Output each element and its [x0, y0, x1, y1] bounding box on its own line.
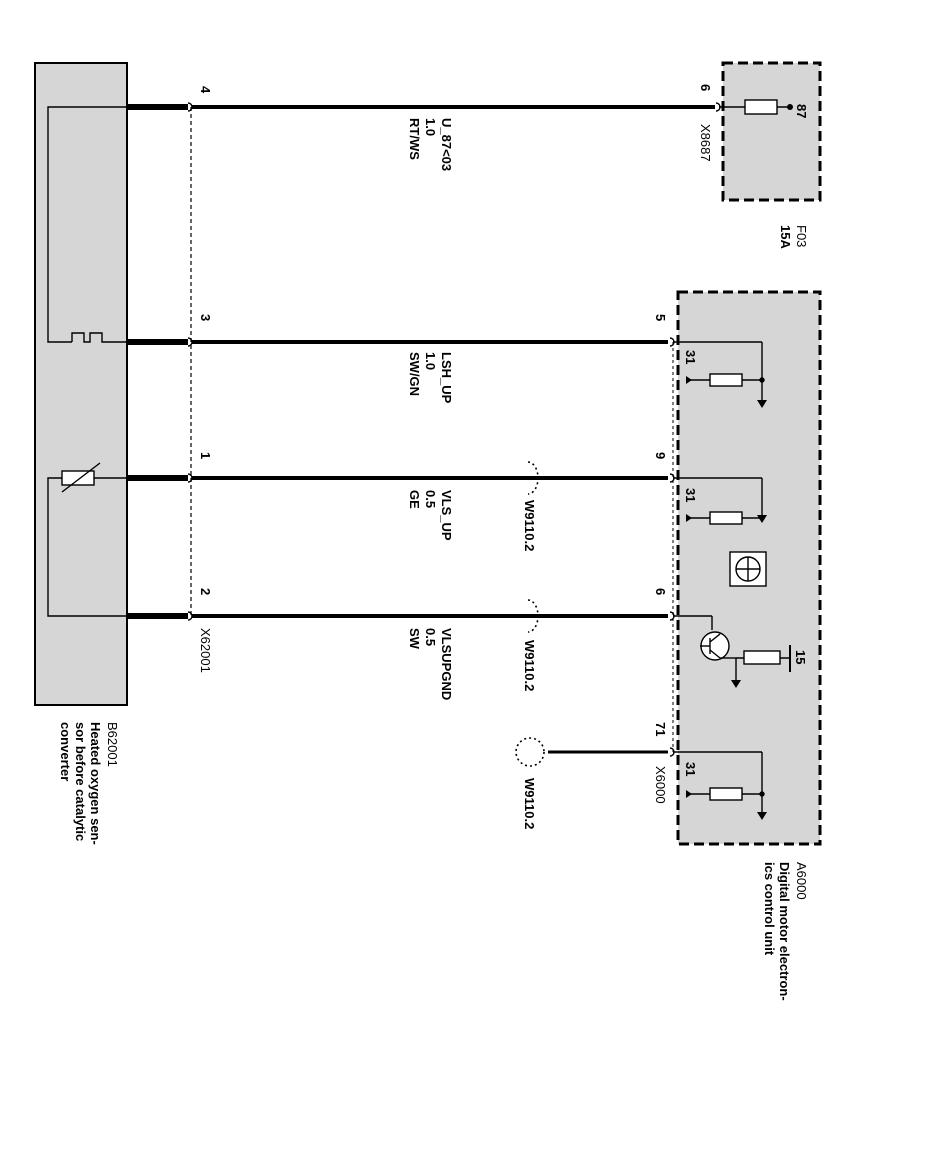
shield-label-1: W9110.2 [522, 500, 537, 551]
sensor-pin-3: 3 [198, 314, 213, 321]
sensor-box [34, 62, 128, 706]
ground-arrow [757, 515, 767, 523]
ecu-ground-terminal: 31 [683, 488, 698, 502]
wire-1-size: 1.0 [423, 118, 438, 136]
ground-arrow [731, 680, 741, 688]
ecu-pin-71: 71 [653, 722, 668, 736]
ecu-ground-terminal: 31 [683, 762, 698, 776]
sensor-wire-stubs [127, 104, 188, 619]
fuse-code: F03 [794, 225, 809, 247]
wire-4-size: 0.5 [423, 628, 438, 646]
wire-2-name: LSH_UP [439, 352, 454, 404]
sensor-code: B62001 [105, 722, 120, 767]
wire-4-color: SW [407, 628, 422, 650]
fuse-pin: 6 [698, 84, 713, 91]
fuse-connector-label: X8687 [698, 124, 713, 162]
wire-3-size: 0.5 [423, 490, 438, 508]
fuse-element [715, 99, 793, 115]
ecu-circuit-pin5 [673, 341, 765, 400]
wire-2-color: SW/GN [407, 352, 422, 396]
shield-markers [515, 461, 545, 767]
ground-arrow [686, 376, 692, 384]
ecu-pin-5: 5 [653, 314, 668, 321]
ecu-pin-9: 9 [653, 452, 668, 459]
ground-arrow [686, 790, 692, 798]
sensor-connector-label: X62001 [198, 628, 213, 673]
shield-label-3: W9110.2 [522, 778, 537, 829]
sensor-pin-1: 1 [198, 452, 213, 459]
ground-arrow [757, 812, 767, 820]
sensor-pin-2: 2 [198, 588, 213, 595]
ground-arrow [757, 400, 767, 408]
shield-label-2: W9110.2 [522, 640, 537, 691]
ground-arrow [686, 514, 692, 522]
sensor-desc-3: converter [58, 722, 73, 781]
amplifier-symbol [729, 551, 767, 587]
wire-1-color: RT/WS [407, 118, 422, 160]
fuse-box [721, 61, 822, 202]
sensor-desc-1: Heated oxygen sen- [88, 722, 103, 845]
sensor-pin-4: 4 [198, 86, 213, 94]
ecu-code: A6000 [794, 862, 809, 900]
wire-4-name: VLSUPGND [439, 628, 454, 700]
fuse-terminal: 87 [794, 104, 809, 118]
main-wires [192, 105, 715, 754]
wire-1-name: U_87<03 [439, 118, 454, 171]
sensor-desc-2: sor before catalytic [73, 722, 88, 841]
ecu-desc-2: ics control unit [762, 862, 777, 956]
ecu-connector-label: X6000 [653, 766, 668, 804]
wire-2-size: 1.0 [423, 352, 438, 370]
ecu-ground-terminal: 31 [683, 350, 698, 364]
ecu-desc-1: Digital motor electron- [777, 862, 792, 1001]
ecu-terminal-15: 15 [793, 650, 808, 664]
ecu-circuit-pin6 [673, 615, 791, 680]
ecu-circuit-pin71 [673, 751, 765, 812]
fuse-rating: 15A [778, 225, 793, 249]
wire-3-color: GE [407, 490, 422, 509]
sensor-internal-wiring [47, 106, 127, 617]
ecu-pin-6: 6 [653, 588, 668, 595]
ecu-circuit-pin9 [673, 477, 765, 525]
wire-3-name: VLS_UP [439, 490, 454, 541]
